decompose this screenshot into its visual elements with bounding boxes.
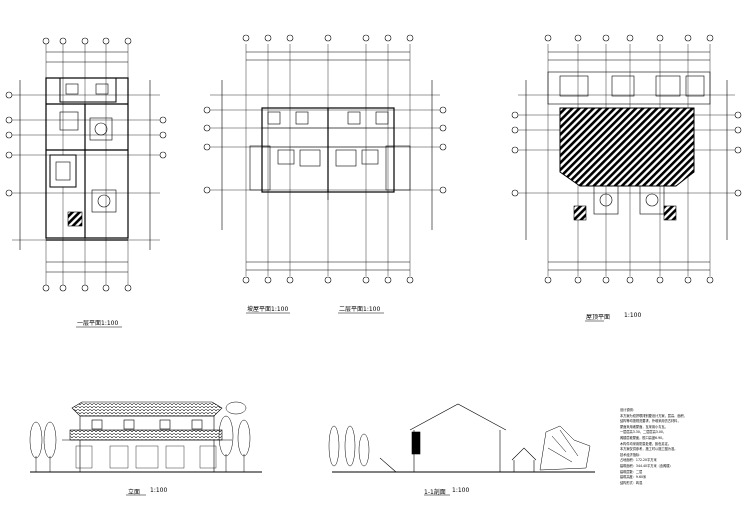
note-line: 一层层高3.30，二层层高3.00， (620, 430, 667, 435)
note-line: 建筑高度：9.60米 (620, 475, 647, 480)
roof-plan-caption: 屋顶平面 (586, 314, 611, 321)
note-line: 占地面积：172.20平方米 (620, 458, 657, 463)
ground-floor-plan-caption: 一层平面1:100 (77, 320, 119, 327)
design-notes-title: 设计说明： (620, 408, 636, 412)
note-line: 结构形式：砖混 (620, 480, 643, 485)
ground-floor-plan (5, 37, 167, 292)
second-floor-plan-caption: 二层平面1:100 (339, 306, 381, 313)
design-notes: 设计说明： 本方案为双拼联排别墅设计方案，层高、面积、 结构等均按规范要求，外墙… (620, 408, 740, 486)
section-scale: 1:100 (452, 487, 470, 494)
note-line: 木构件均采用防腐处理，颜色另定。 (620, 441, 671, 446)
section-view (328, 403, 595, 473)
elevation-scale: 1:100 (150, 487, 168, 494)
slope-plan-caption: 坡屋平面1:100 (247, 306, 289, 313)
note-line: 结构等均按规范要求，外墙采用仿古材料， (620, 419, 681, 424)
note-line: 屋面采用坡屋面，瓦采用小青瓦。 (620, 424, 668, 429)
front-elevation (29, 401, 262, 473)
roof-plan (511, 34, 742, 284)
note-line: 本方案为双拼联排别墅设计方案，层高、面积、 (620, 413, 687, 418)
note-line: 建筑层数：二层 (620, 469, 643, 474)
note-line: 建筑面积：344.40平方米（含阁楼） (620, 463, 673, 468)
second-floor-plan (203, 34, 447, 284)
note-line: 技术经济指标： (620, 452, 643, 457)
section-caption: 1-1剖面 (424, 489, 446, 496)
note-line: 本方案仅供参考，施工时以施工图为准。 (620, 447, 678, 452)
note-line: 阁楼层坡屋面，檐口高度6.90。 (620, 435, 666, 440)
caption-underlines (76, 312, 604, 496)
elevation-caption: 立面 (128, 489, 141, 496)
roof-plan-scale: 1:100 (624, 312, 642, 319)
